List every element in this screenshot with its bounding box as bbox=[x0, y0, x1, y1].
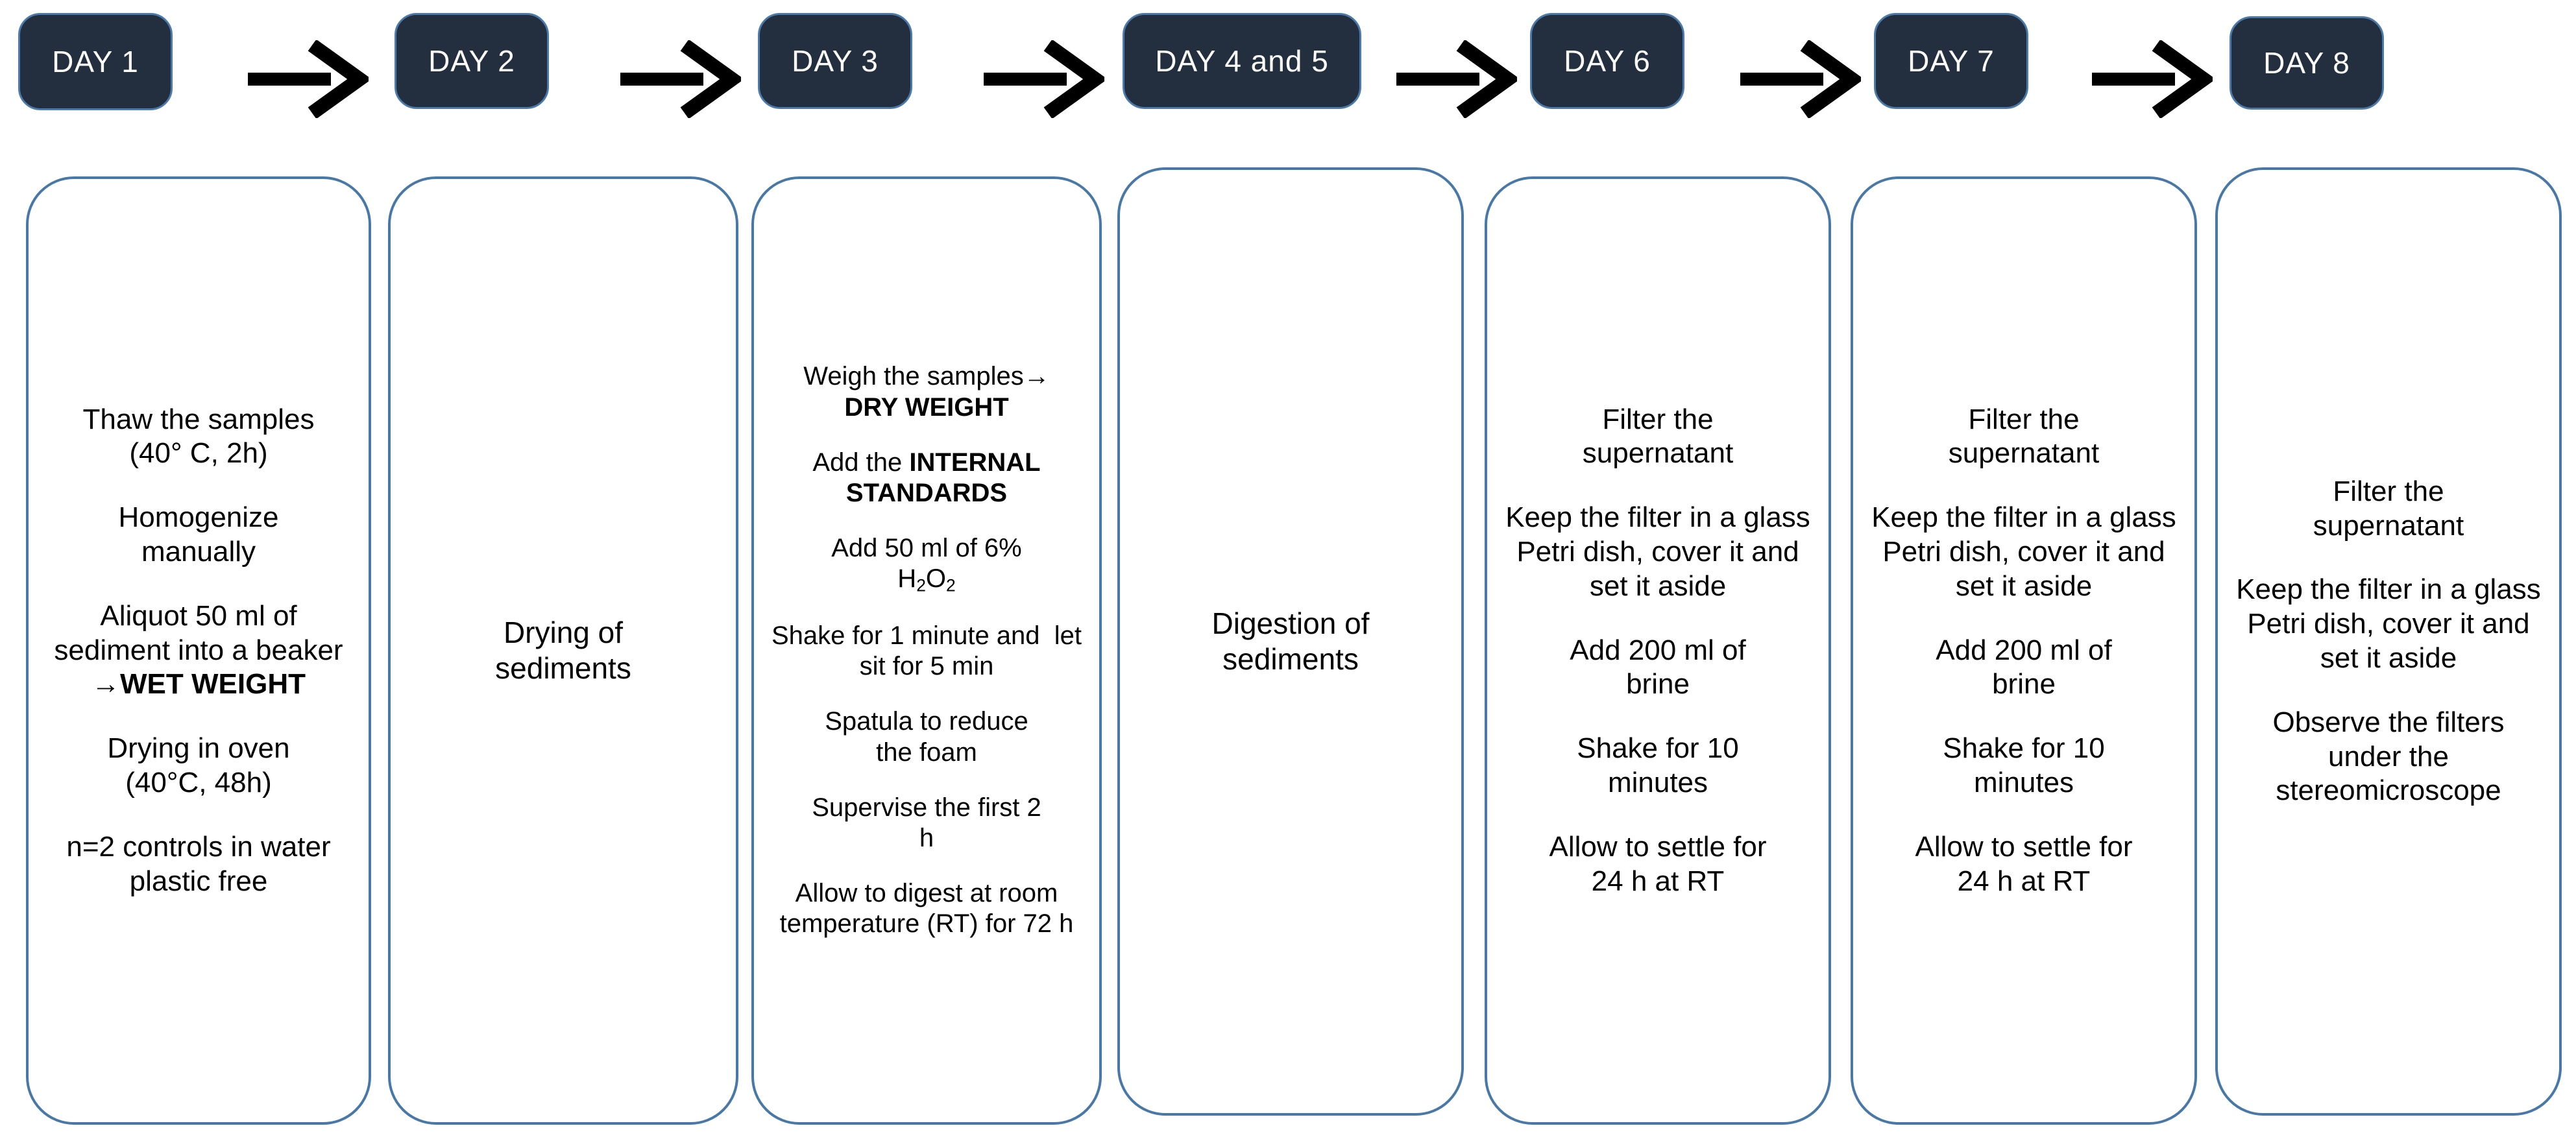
day-header-row: DAY 1 DAY 2 DAY 3 DAY 4 and 5 DAY 6 DAY 7 DAY … bbox=[0, 0, 2576, 162]
flow-arrow-icon-2 bbox=[620, 40, 741, 118]
day-chip-label: DAY 6 bbox=[1564, 44, 1651, 78]
day-chip-day-6: DAY 6 bbox=[1530, 13, 1684, 109]
step-text-line: n=2 controls in water plastic free bbox=[66, 830, 331, 897]
step-text-line: Add 50 ml of 6%H2O2 bbox=[831, 534, 1022, 595]
day-chip-label: DAY 2 bbox=[428, 44, 515, 78]
flow-arrow-icon-1 bbox=[248, 40, 369, 118]
day-chip-label: DAY 8 bbox=[2263, 46, 2350, 80]
day-chip-label: DAY 1 bbox=[52, 45, 139, 78]
day-chip-day-2: DAY 2 bbox=[395, 13, 549, 109]
day-chip-label: DAY 4 and 5 bbox=[1155, 44, 1329, 78]
day-chip-label: DAY 3 bbox=[792, 44, 879, 78]
day-chip-label: DAY 7 bbox=[1908, 44, 1995, 78]
day-chip-day-7: DAY 7 bbox=[1874, 13, 2028, 109]
step-text-line: Shake for 1 minute and let sit for 5 min bbox=[771, 621, 1082, 681]
day-chip-day-8: DAY 8 bbox=[2230, 16, 2384, 110]
step-text-line: Keep the filter in a glass Petri dish, c… bbox=[1505, 501, 1810, 602]
flow-arrow-icon-3 bbox=[984, 40, 1104, 118]
step-text-line: Thaw the samples(40° C, 2h) bbox=[82, 403, 315, 470]
day-chip-day-4-and-5: DAY 4 and 5 bbox=[1123, 13, 1361, 109]
step-text-line: Keep the filter in a glass Petri dish, c… bbox=[1871, 501, 2176, 602]
step-text-line: Add the INTERNAL STANDARDS bbox=[812, 448, 1041, 507]
step-text-line: Observe the filters under the stereomicr… bbox=[2272, 706, 2505, 807]
step-text-line: Drying in oven(40°C, 48h) bbox=[107, 732, 290, 798]
step-text-line: Allow to digest at room temperature (RT)… bbox=[779, 879, 1074, 939]
flow-arrow-icon-4 bbox=[1396, 40, 1517, 118]
day-chip-day-3: DAY 3 bbox=[758, 13, 912, 109]
step-text-line: Weigh the samples→DRY WEIGHT bbox=[803, 362, 1050, 422]
flow-arrow-icon-6 bbox=[2092, 40, 2213, 118]
day-chip-day-1: DAY 1 bbox=[18, 13, 173, 110]
flow-arrow-icon-5 bbox=[1740, 40, 1861, 118]
step-box-day-3: Weigh the samples→DRY WEIGHT Add the INTE… bbox=[751, 176, 1102, 1125]
step-text-line: Keep the filter in a glass Petri dish, c… bbox=[2236, 573, 2541, 674]
step-text-line: Aliquot 50 ml of sediment into a beaker … bbox=[54, 599, 343, 701]
